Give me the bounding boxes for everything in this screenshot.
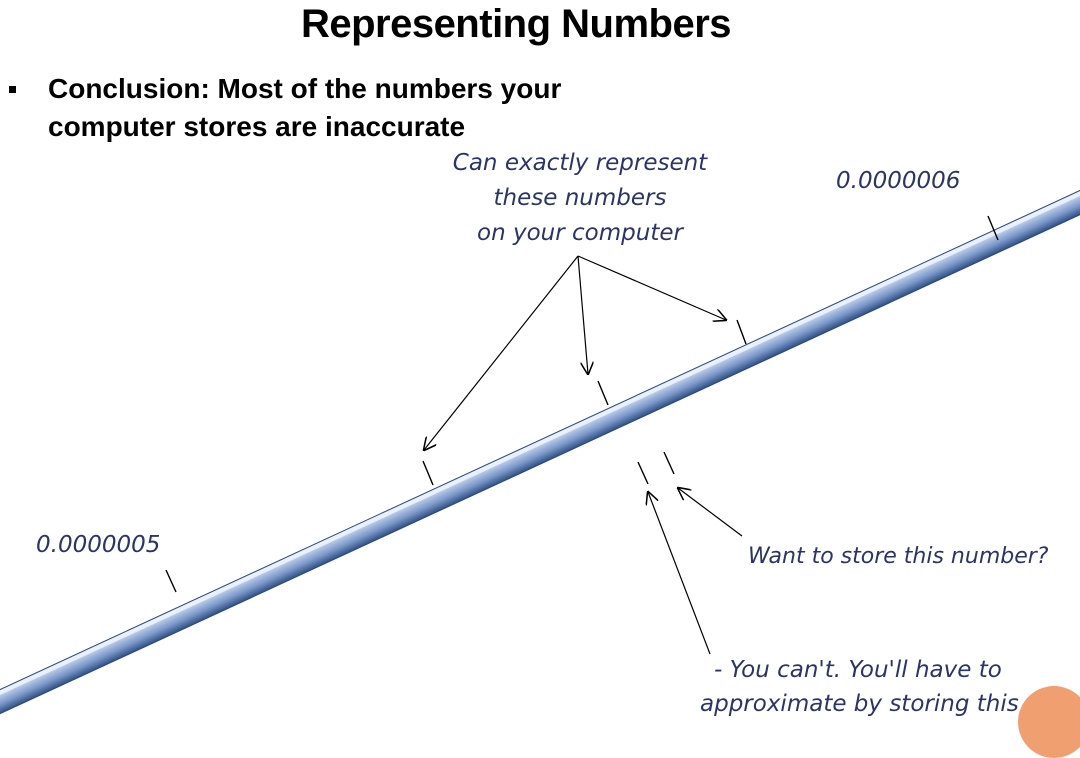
tick-representable-2 [597,380,609,406]
representable-label-line: Can exactly represent [452,150,708,176]
lower-value-label: 0.0000005 [36,532,161,558]
number-line-bar [0,162,1080,718]
approximation-label-line: approximate by storing this [700,691,1019,717]
arrow-to-approximation [648,492,711,655]
bullet-text: Conclusion: Most of the numbers your com… [48,73,562,142]
slide-title: Representing Numbers [300,2,732,46]
approximation-label: - You can't. You'll have to approximate … [700,653,1060,721]
tick-lower [165,569,177,593]
accent-blob [1018,686,1080,758]
arrow-to-tick-1 [424,255,579,450]
representable-label-line: on your computer [477,220,683,246]
tick-representable-1 [422,460,434,486]
arrow-to-tick-3 [577,255,726,320]
tick-upper [987,215,999,241]
representable-label: Can exactly represent these numbers on y… [430,146,730,251]
arrow-to-tick-2 [577,255,588,374]
want-to-store-label: Want to store this number? [748,544,1049,569]
representable-label-line: these numbers [493,185,667,211]
tick-approximation [637,461,649,485]
tick-target [663,451,675,475]
bullet-marker [9,86,16,93]
tick-representable-3 [736,319,747,345]
approximation-label-line: - You can't. You'll have to [714,657,1002,683]
upper-value-label: 0.0000006 [836,168,961,194]
arrow-to-target [678,488,743,537]
number-line-diagram [0,162,1080,718]
